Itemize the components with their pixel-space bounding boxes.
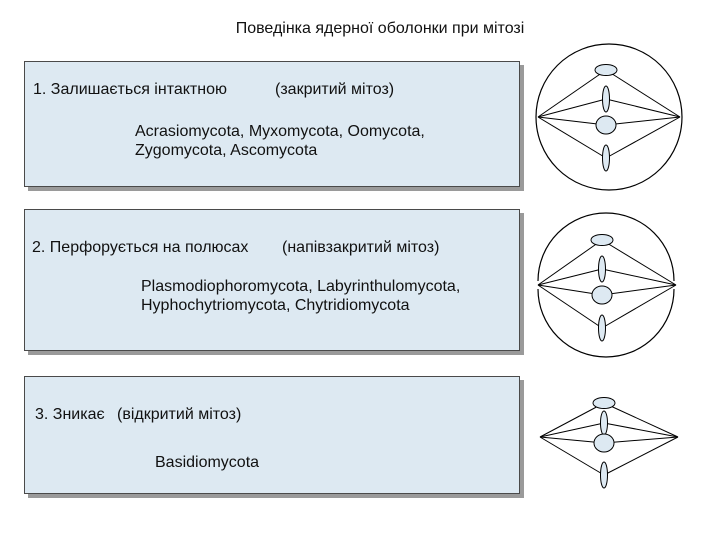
open-mitosis-type: (відкритий мітоз) (117, 406, 242, 423)
semi-closed-mitosis-type: (напівзакритий мітоз) (282, 239, 440, 256)
semi-closed-mitosis-spindle-icon (537, 212, 677, 358)
semi-closed-mitosis-groups: Plasmodiophoromycota, Labyrinthulomycota… (141, 278, 461, 314)
page-title: Поведінка ядерної оболонки при мітозі (235, 20, 525, 37)
open-mitosis-groups: Basidiomycota (155, 454, 260, 471)
closed-mitosis-spindle-icon (535, 43, 683, 191)
open-mitosis-label: 3. Зникає (35, 406, 105, 423)
closed-mitosis-type: (закритий мітоз) (275, 81, 395, 98)
open-mitosis-box: 3. Зникає (відкритий мітоз) Basidiomycot… (24, 376, 520, 494)
closed-mitosis-box: 1. Залишається інтактною (закритий мітоз… (24, 61, 520, 187)
closed-mitosis-label: 1. Залишається інтактною (33, 81, 227, 98)
semi-closed-mitosis-label: 2. Перфорується на полюсах (32, 239, 249, 256)
semi-closed-mitosis-box: 2. Перфорується на полюсах (напівзакрити… (24, 209, 520, 351)
open-mitosis-spindle-icon (539, 397, 679, 489)
closed-mitosis-groups: Acrasiomycota, Myxomycota, Oomycota, Zyg… (135, 123, 425, 159)
